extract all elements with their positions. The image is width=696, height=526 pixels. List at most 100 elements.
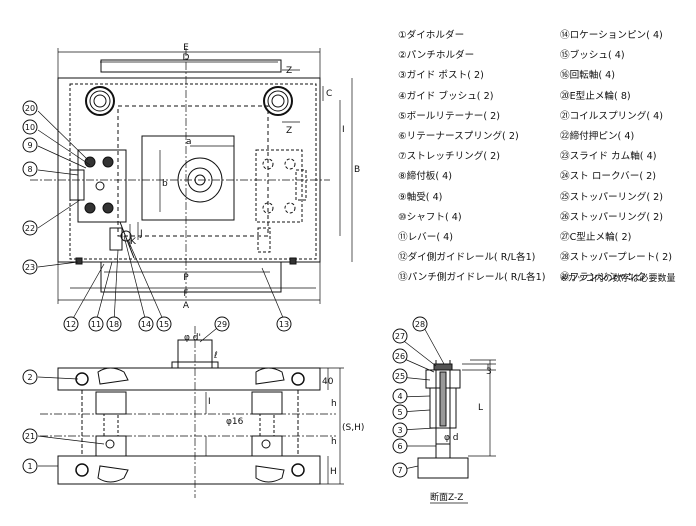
part-item: ㉙フランジシャンク bbox=[560, 272, 647, 284]
dim-L: L bbox=[478, 403, 483, 413]
dim-Z-mid: Z bbox=[286, 126, 292, 136]
dim-3: 3 bbox=[486, 367, 492, 377]
callout-circle bbox=[22, 100, 38, 116]
dim-H: H bbox=[330, 467, 337, 477]
callout-circle bbox=[138, 316, 154, 332]
dim-h-mid: h bbox=[331, 437, 337, 447]
part-item: ⑳E型止メ輪( 8) bbox=[560, 90, 631, 102]
callout-label: 18 bbox=[109, 320, 119, 329]
callout-circle bbox=[392, 348, 408, 364]
part-item: ㉗C型止メ輪( 2) bbox=[560, 231, 632, 243]
callout-label: 6 bbox=[397, 442, 402, 451]
inner-outline bbox=[69, 83, 317, 260]
callout-circle bbox=[392, 422, 408, 438]
dim-phi16: φ16 bbox=[226, 417, 244, 427]
dim-K: K bbox=[130, 237, 137, 247]
callout-circle bbox=[392, 438, 408, 454]
clamp-mechanism-right bbox=[255, 149, 307, 253]
parts-list-left: ①ダイホルダー ②パンチホルダー ③ガイド ポスト( 2) ④ガイド ブッシュ( 2)… bbox=[398, 30, 546, 292]
callout-label: 21 bbox=[25, 432, 35, 441]
part-item: ①ダイホルダー bbox=[398, 30, 465, 41]
part-item: ㉑コイルスプリング( 4) bbox=[560, 110, 663, 122]
callout-label: 28 bbox=[415, 320, 425, 329]
callout-label: 22 bbox=[25, 224, 35, 233]
part-item: ㉒締付押ピン( 4) bbox=[560, 130, 635, 142]
part-item: ㉘ストッパープレート( 2) bbox=[560, 252, 673, 264]
dim-I-front: I bbox=[208, 397, 211, 407]
section-zz: 3 L φ d 断面Z-Z bbox=[417, 359, 496, 504]
callout-circle bbox=[392, 404, 408, 420]
dim-Z-top: Z bbox=[286, 66, 292, 76]
part-item: ⑫ダイ側ガイドレール( R/L各1) bbox=[398, 252, 536, 264]
part-item: ㉕ストッパーリング( 2) bbox=[560, 191, 663, 203]
callout-label: 29 bbox=[217, 320, 227, 329]
clamp-mechanism-left bbox=[69, 149, 135, 259]
callout-circle bbox=[106, 316, 122, 332]
callout-label: 8 bbox=[27, 165, 32, 174]
callout-circle bbox=[22, 220, 38, 236]
callout-circle bbox=[22, 137, 38, 153]
dim-F: F bbox=[183, 289, 188, 299]
dim-a: a bbox=[186, 137, 192, 147]
dim-SH: (S,H) bbox=[342, 423, 364, 433]
part-item: ③ガイド ポスト( 2) bbox=[398, 70, 484, 82]
callout-circle bbox=[276, 316, 292, 332]
callout-label: 27 bbox=[395, 332, 405, 341]
callout-label: 14 bbox=[141, 320, 151, 329]
callout-circle bbox=[392, 388, 408, 404]
dim-B: B bbox=[354, 165, 360, 175]
callout-label: 2 bbox=[27, 373, 32, 382]
callout-label: 10 bbox=[25, 123, 35, 132]
callout-label: 12 bbox=[66, 320, 76, 329]
callout-circle bbox=[412, 316, 428, 332]
part-item: ㉖ストッパーリング( 2) bbox=[560, 211, 663, 223]
section-die-plate bbox=[417, 457, 469, 479]
part-item: ⑭ロケーションピン( 4) bbox=[560, 30, 663, 41]
callout-circle bbox=[22, 428, 38, 444]
callout-label: 7 bbox=[397, 466, 402, 475]
part-item: ⑩シャフト( 4) bbox=[398, 211, 462, 223]
callout-label: 20 bbox=[25, 104, 35, 113]
part-item: ⑬パンチ側ガイドレール( R/L各1) bbox=[398, 272, 546, 284]
front-clamp-left bbox=[95, 391, 127, 457]
callout-circle bbox=[63, 316, 79, 332]
part-item: ⑤ボールリテーナー( 2) bbox=[398, 110, 500, 122]
dim-40: 40 bbox=[322, 377, 334, 387]
callout-label: 23 bbox=[25, 263, 35, 272]
part-item: ⑥リテーナースプリング( 2) bbox=[398, 130, 519, 142]
dim-J: J bbox=[139, 229, 143, 239]
dim-phi-d-prime: φ d' bbox=[184, 333, 201, 343]
callouts-top bbox=[37, 110, 285, 323]
callout-circle bbox=[156, 316, 172, 332]
dim-A: A bbox=[183, 301, 190, 311]
part-item: ②パンチホルダー bbox=[398, 50, 475, 62]
callout-circle bbox=[22, 161, 38, 177]
part-item: ⑯回転軸( 4) bbox=[560, 70, 616, 82]
part-item: ㉔スト ロークバー( 2) bbox=[560, 171, 656, 183]
callout-label: 5 bbox=[397, 408, 402, 417]
part-item: ㉓スライド カム軸( 4) bbox=[560, 151, 657, 163]
dim-l: ℓ bbox=[213, 351, 218, 361]
dim-C: C bbox=[326, 89, 332, 99]
part-item: ⑮ブッシュ( 4) bbox=[560, 50, 625, 62]
callout-circle bbox=[88, 316, 104, 332]
punch-bottom-bar bbox=[100, 261, 282, 293]
hidden-body bbox=[117, 105, 269, 237]
callout-label: 3 bbox=[397, 426, 402, 435]
callout-label: 15 bbox=[159, 320, 169, 329]
quantity-note: ※カッコ内の数字は必要数量 bbox=[560, 274, 676, 284]
dim-h-top: h bbox=[331, 399, 337, 409]
callout-label: 26 bbox=[395, 352, 405, 361]
guide-bush-right bbox=[263, 86, 293, 116]
part-item: ④ガイド ブッシュ( 2) bbox=[398, 90, 494, 102]
dim-b: b bbox=[162, 179, 168, 189]
punch-top-bar bbox=[100, 59, 282, 73]
callout-circle bbox=[22, 119, 38, 135]
callout-circle bbox=[22, 458, 38, 474]
parts-list-right: ⑭ロケーションピン( 4) ⑮ブッシュ( 4) ⑯回転軸( 4) ⑳E型止メ輪( 8)… bbox=[560, 30, 672, 292]
callout-circle bbox=[392, 462, 408, 478]
callouts-front bbox=[37, 323, 223, 467]
callout-circle bbox=[22, 259, 38, 275]
